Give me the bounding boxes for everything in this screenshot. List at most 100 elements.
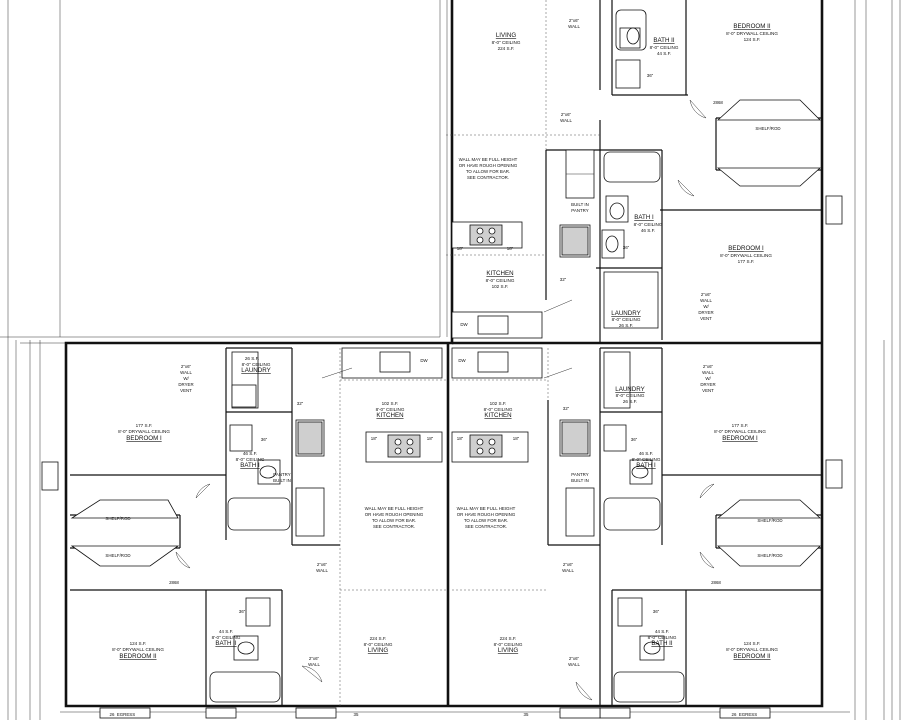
ceiling-laundry: 8'-0" CEILING [242, 362, 271, 367]
area-bath2: 44 S.F. [219, 629, 233, 634]
door-size-label: 2868 [711, 580, 721, 585]
window-size-label: 35 [354, 712, 359, 717]
exterior-walls [64, 0, 824, 708]
room-name-bath2: BATH II [651, 640, 672, 647]
area-bedroom1: 177 S.F. [732, 423, 749, 428]
wall-2x6-label: 2"x6" [569, 18, 580, 23]
vent-label: VENT [180, 388, 192, 393]
area-living: 224 S.F. [370, 636, 387, 641]
wall-label: WALL [308, 662, 320, 667]
dim-18: 18" [513, 436, 520, 441]
ceiling-bath1: 8'-0" CEILING [632, 457, 661, 462]
door-size-label: 2868 [169, 580, 179, 585]
window-size-label: 35 [524, 712, 529, 717]
ceiling-living: 8'-0" CEILING [494, 642, 523, 647]
room-name-bedroom2: BEDROOM II [733, 23, 770, 30]
ceiling-bedroom2: 8'-0" DRYWALL CEILING [726, 31, 778, 36]
pantry-label: PANTRY [273, 472, 290, 477]
ceiling-bath2: 8'-0" CEILING [648, 635, 677, 640]
dim-32: 32" [563, 406, 570, 411]
wall-2x6-label: 2"x6" [181, 364, 192, 369]
dim-36: 36" [623, 245, 630, 250]
shelf-rod-label: SHELF/ROD [757, 553, 782, 558]
dw-label: DW [460, 322, 468, 327]
vent-label: VENT [702, 388, 714, 393]
wall-label: WALL [568, 662, 580, 667]
wall-note-line1: WALL MAY BE FULL HEIGHT [459, 157, 518, 162]
ceiling-bath2: 8'-0" CEILING [650, 45, 679, 50]
ceiling-bedroom1: 8'-0" DRYWALL CEILING [720, 253, 772, 258]
egress-label: EGRESS [739, 712, 757, 717]
dryer-label: DRYER [700, 382, 715, 387]
ceiling-bath1: 8'-0" CEILING [634, 222, 663, 227]
ceiling-living: 8'-0" CEILING [364, 642, 393, 647]
ceiling-kitchen: 8'-0" CEILING [486, 278, 515, 283]
builtin-label: BUILT IN [571, 478, 589, 483]
ceiling-bedroom1: 8'-0" DRYWALL CEILING [714, 429, 766, 434]
room-name-bedroom1: BEDROOM I [126, 435, 162, 442]
wall-with-label: W/ [183, 376, 189, 381]
builtin-label: BUILT IN [571, 202, 589, 207]
wall-note-line4: SEE CONTRACTOR. [465, 524, 507, 529]
builtin-label: BUILT IN [273, 478, 291, 483]
area-bath2: 44 S.F. [657, 51, 671, 56]
wall-2x6-label: 2"x6" [569, 656, 580, 661]
ceiling-laundry: 8'-0" CEILING [612, 317, 641, 322]
ceiling-kitchen: 8'-0" CEILING [484, 407, 513, 412]
dim-36: 36" [653, 609, 660, 614]
ceiling-kitchen: 8'-0" CEILING [376, 407, 405, 412]
shelf-rod-label: SHELF/ROD [757, 518, 782, 523]
wall-with-label: W/ [703, 304, 709, 309]
dim-18: 18" [507, 246, 514, 251]
closet-shelving [70, 99, 822, 567]
shelf-rod-label: SHELF/ROD [105, 553, 130, 558]
wall-2x6-label: 2"x6" [317, 562, 328, 567]
room-name-bedroom2: BEDROOM II [119, 653, 156, 660]
dim-18: 18" [457, 436, 464, 441]
wall-2x6-label: 2"x6" [563, 562, 574, 567]
reference-lines [339, 0, 600, 706]
dim-32: 32" [560, 277, 567, 282]
wall-2x6-label: 2"x6" [309, 656, 320, 661]
door-swings [175, 99, 715, 701]
room-name-bath2: BATH II [653, 37, 674, 44]
labels-top-unit: LIVING 8'-0" CEILING 224 S.F. BEDROOM II… [457, 18, 781, 328]
wall-note-line4: SEE CONTRACTOR. [373, 524, 415, 529]
room-name-living: LIVING [496, 32, 516, 39]
room-name-bedroom2: BEDROOM II [733, 653, 770, 660]
area-bedroom2: 124 S.F. [130, 641, 147, 646]
area-living: 224 S.F. [498, 46, 515, 51]
labels-left-unit: 177 S.F. 8'-0" DRYWALL CEILING BEDROOM I… [105, 356, 433, 717]
dw-label: DW [420, 358, 428, 363]
room-name-living: LIVING [368, 647, 388, 654]
wall-note-line2: OR HAVE ROUGH OPENING [365, 512, 424, 517]
ceiling-laundry: 8'-0" CEILING [616, 393, 645, 398]
dim-18: 18" [371, 436, 378, 441]
pantry-label: PANTRY [571, 472, 588, 477]
pantry-label: PANTRY [571, 208, 588, 213]
dim-36: 36" [647, 73, 654, 78]
area-kitchen: 102 S.F. [382, 401, 399, 406]
wall-label: WALL [560, 118, 572, 123]
dim-36: 36" [239, 609, 246, 614]
room-name-kitchen: KITCHEN [376, 412, 403, 419]
wall-2x6-label: 2"x6" [701, 292, 712, 297]
dryer-label: DRYER [698, 310, 713, 315]
area-laundry: 26 S.F. [623, 399, 637, 404]
area-bath1: 46 S.F. [641, 228, 655, 233]
dim-36: 36" [261, 437, 268, 442]
room-name-bath1: BATH I [636, 462, 656, 469]
room-name-laundry: LAUNDRY [241, 367, 270, 374]
room-name-kitchen: KITCHEN [484, 412, 511, 419]
wall-label: WALL [180, 370, 192, 375]
wall-2x6-label: 2"x6" [703, 364, 714, 369]
wall-note-line4: SEE CONTRACTOR. [467, 175, 509, 180]
area-kitchen: 102 S.F. [492, 284, 509, 289]
window-size-label: 26 [732, 712, 737, 717]
area-bath1: 46 S.F. [639, 451, 653, 456]
window-size-label: 26 [110, 712, 115, 717]
interior-walls-top-unit [545, 0, 822, 343]
area-bedroom1: 177 S.F. [738, 259, 755, 264]
room-name-bedroom1: BEDROOM I [728, 245, 764, 252]
